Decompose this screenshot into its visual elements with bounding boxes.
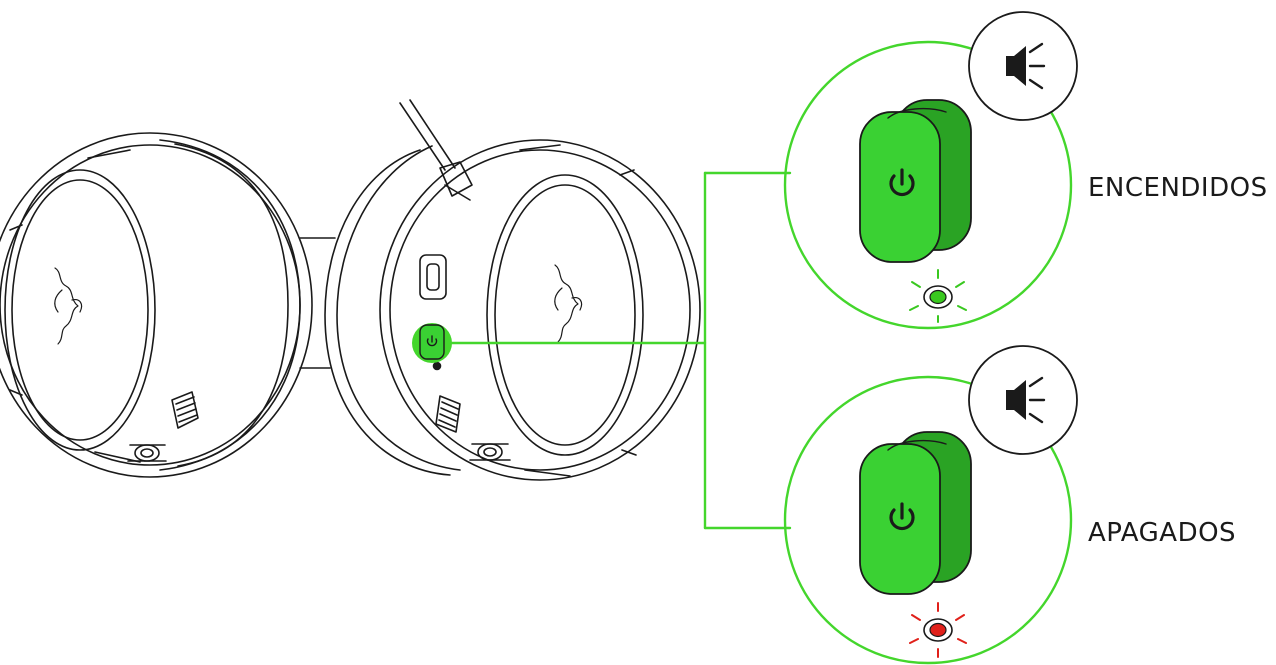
- right-port: [469, 443, 511, 461]
- label-encendidos: ENCENDIDOS: [1088, 173, 1268, 203]
- callout-off-circle: [783, 375, 1073, 665]
- callout-on-led-rays: [909, 269, 967, 323]
- left-earcup-outer-shell: [0, 132, 313, 478]
- callout-on-led: [909, 269, 967, 323]
- callout-off-mute-badge: [968, 345, 1078, 455]
- usb-c-port: [419, 254, 447, 300]
- label-apagados: APAGADOS: [1088, 518, 1237, 548]
- left-earcup: [0, 132, 336, 478]
- connector-lines: [450, 171, 792, 530]
- callout-off-led: [909, 602, 967, 658]
- earcup-led-dot: [432, 361, 442, 371]
- speaker-mute-icon: [1006, 46, 1026, 86]
- right-earcup-plate: [486, 174, 644, 456]
- speaker-mute-icon-off: [1006, 380, 1026, 420]
- right-earcup-ring: [379, 139, 701, 481]
- right-earcup: [324, 99, 701, 481]
- callout-off-power-icon: [889, 502, 915, 531]
- right-volume-wheel: [435, 395, 461, 433]
- left-razer-logo-icon: [54, 267, 83, 345]
- headband-bridge: [299, 237, 336, 369]
- callout-off-power-button: [859, 431, 972, 595]
- microphone-boom: [399, 99, 456, 171]
- callout-on: [783, 11, 1078, 330]
- callout-off: [783, 345, 1078, 665]
- left-volume-wheel: [171, 391, 199, 429]
- right-earcup-outer-shell: [324, 149, 451, 476]
- callout-on-power-button: [859, 99, 972, 263]
- callout-on-circle: [783, 40, 1073, 330]
- left-earcup-plate: [4, 169, 156, 451]
- callout-on-mute-badge: [968, 11, 1078, 121]
- left-port: [127, 444, 167, 462]
- callout-off-led-rays: [909, 602, 967, 658]
- left-earcup-ring: [0, 144, 301, 466]
- earcup-power-button-highlight: [412, 323, 452, 363]
- right-razer-logo-icon: [554, 264, 583, 343]
- callout-on-power-icon: [889, 168, 915, 197]
- earcup-power-icon: [426, 335, 438, 347]
